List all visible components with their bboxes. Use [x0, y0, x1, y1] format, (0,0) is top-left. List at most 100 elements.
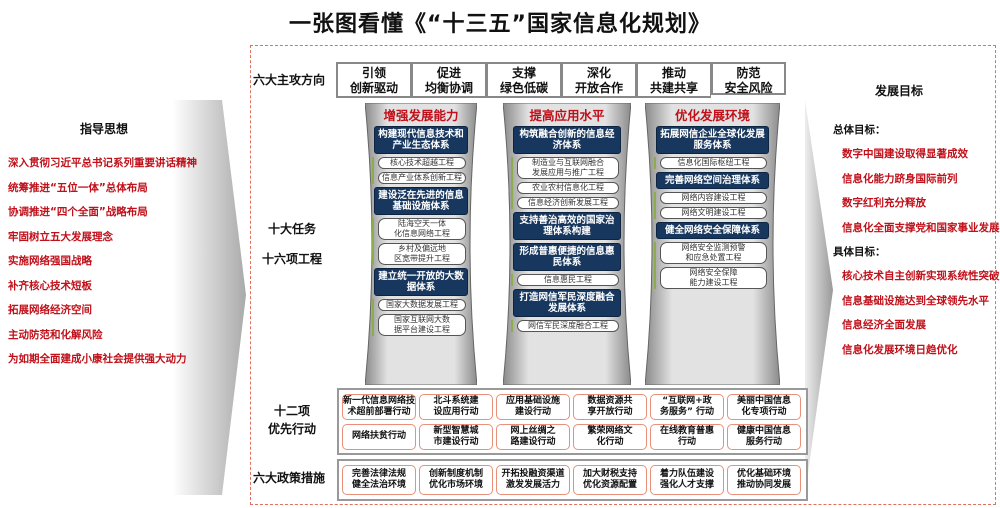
- priority-action: 北斗系统建设应用行动: [419, 393, 493, 420]
- task-group: 健全网络安全保障体系网络安全监测预警和应急处置工程网络安全保障能力建设工程: [653, 222, 770, 289]
- project-list: 国家大数据发展工程国家互联网大数据平台建设工程: [371, 299, 467, 336]
- priority-action-text: 市建设行动: [433, 436, 479, 447]
- direction-text: 创新驱动: [349, 81, 398, 95]
- priority-action-text: 务服务” 行动: [659, 406, 715, 417]
- policy-measure-text: 加大财税支持: [582, 469, 637, 479]
- direction-text: 推动: [661, 66, 686, 80]
- task-main: 形成普惠便捷的信息惠民体系: [513, 243, 621, 271]
- directions-row: 引领创新驱动促进均衡协调支撑绿色低碳深化开放合作推动共建共享防范安全风险: [336, 62, 786, 98]
- policy-measure: 着力队伍建设强化人才支撑: [650, 465, 724, 495]
- priority-action-text: 享开放行动: [587, 406, 633, 417]
- direction-text: 安全风险: [724, 81, 773, 95]
- task-pillar: 优化发展环境拓展网信企业全球化发展服务体系信息化国际枢纽工程完善网络空间治理体系…: [645, 103, 780, 385]
- policy-measure: 完善法律法规健全法治环境: [342, 465, 416, 495]
- priority-label: 十二项 优先行动: [268, 402, 316, 438]
- task-main: 建设泛在先进的信息基础设施体系: [373, 187, 469, 215]
- project-list: 制造业与互联网融合发展应用与推广工程农业农村信息化工程信息经济创新发展工程: [511, 157, 619, 209]
- guiding-item: 拓展网络经济空间: [8, 304, 92, 316]
- page-title: 一张图看懂《“十三五”国家信息化规划》: [289, 12, 711, 37]
- task-group: 拓展网信企业全球化发展服务体系信息化国际枢纽工程: [653, 126, 770, 169]
- priority-action: 健康中国信息服务行动: [727, 423, 801, 450]
- priority-action-text: 建设行动: [514, 406, 551, 417]
- policy-measure-text: 激发发展活力: [505, 480, 560, 490]
- priority-action: 应用基础设施建设行动: [496, 393, 570, 420]
- policy-measure: 创新制度机制优化市场环境: [419, 465, 493, 495]
- project-text: 能力建设工程: [689, 278, 738, 287]
- project-list: 网络内容建设工程网络文明建设工程: [653, 192, 768, 219]
- direction-text: 深化: [586, 66, 611, 80]
- project-list: 核心技术超越工程信息产业体系创新工程: [371, 157, 467, 184]
- project-item: 乡村及偏远地区宽带提升工程: [377, 243, 467, 265]
- task-group: 建设泛在先进的信息基础设施体系陆海空天一体化信息网络工程乡村及偏远地区宽带提升工…: [371, 187, 469, 265]
- project-item: 国家大数据发展工程: [377, 299, 467, 311]
- plan-frame: [250, 45, 996, 505]
- policy-measure-text: 优化市场环境: [428, 480, 483, 490]
- priority-action-text: 美丽中国信息: [736, 395, 791, 406]
- project-text: 网络安全监测预警: [681, 243, 746, 252]
- project-list: 网络安全监测预警和应急处置工程网络安全保障能力建设工程: [653, 242, 768, 289]
- project-text: 信息产业体系创新工程: [381, 173, 462, 182]
- task-pillar: 增强发展能力构建现代信息技术和产业生态体系核心技术超越工程信息产业体系创新工程建…: [365, 103, 477, 385]
- priority-actions-box: 新一代信息网络技术超前部署行动北斗系统建设应用行动应用基础设施建设行动数据资源共…: [337, 388, 808, 455]
- arrow-right-icon: [805, 100, 833, 495]
- pillar-title: 优化发展环境: [674, 108, 750, 123]
- directions-label: 六大主攻方向: [253, 73, 326, 87]
- task-main: 构筑融合创新的信息经济体系: [513, 126, 621, 154]
- overall-goal-item: 信息化全面支撑党和国家事业发展: [842, 221, 1000, 234]
- specific-goal-item: 信息化发展环境日趋优化: [842, 343, 958, 356]
- guiding-item: 统筹推进“五位一体”总体布局: [8, 181, 148, 194]
- project-text: 陆海空天一体: [397, 219, 446, 228]
- project-text: 发展应用与推广工程: [531, 168, 604, 177]
- specific-goal-item: 信息经济全面发展: [842, 319, 926, 331]
- guiding-item: 补齐核心技术短板: [8, 279, 92, 292]
- project-text: 国家大数据发展工程: [385, 300, 458, 309]
- direction-text: 均衡协调: [424, 81, 473, 95]
- specific-goals-label: 具体目标：: [833, 246, 886, 258]
- direction-text: 开放合作: [574, 81, 623, 95]
- priority-action-text: 北斗系统建: [433, 395, 479, 406]
- project-item: 核心技术超越工程: [377, 157, 467, 169]
- project-item: 网络安全监测预警和应急处置工程: [659, 242, 768, 264]
- priority-action-text: 行动: [677, 436, 696, 447]
- pillar-content: 增强发展能力构建现代信息技术和产业生态体系核心技术超越工程信息产业体系创新工程建…: [365, 103, 477, 385]
- policy-measure-text: 优化资源配置: [582, 480, 637, 490]
- policy-label: 六大政策措施: [253, 471, 326, 485]
- task-main: 拓展网信企业全球化发展服务体系: [655, 126, 770, 154]
- project-list: 信息惠民工程: [511, 274, 619, 286]
- pillar-title: 增强发展能力: [383, 108, 459, 123]
- tasks-label: 十大任务 十六项工程: [262, 220, 322, 268]
- specific-goal-item: 信息基础设施达到全球领先水平: [842, 294, 989, 307]
- priority-action-text: 术超前部署行动: [347, 406, 411, 417]
- project-text: 化信息网络工程: [393, 229, 450, 238]
- direction-box: 深化开放合作: [561, 62, 636, 98]
- guiding-ideology-panel: 指导思想 深入贯彻习近平总书记系列重要讲话精神统筹推进“五位一体”总体布局协调推…: [0, 100, 248, 495]
- priority-action: 美丽中国信息化专项行动: [727, 393, 801, 420]
- specific-goal-item: 核心技术自主创新实现系统性突破: [842, 270, 1000, 282]
- task-main: 支持善治高效的国家治理体系构建: [513, 212, 621, 240]
- policy-measure: 优化基础环境推动协同发展: [727, 465, 801, 495]
- priority-action: 繁荣网络文化行动: [573, 423, 647, 450]
- tasks-label-line2: 十六项工程: [262, 252, 323, 266]
- project-item: 信息化国际枢纽工程: [659, 157, 768, 169]
- priority-action-text: 服务行动: [745, 436, 782, 447]
- project-item: 网络内容建设工程: [659, 192, 768, 204]
- task-group: 构筑融合创新的信息经济体系制造业与互联网融合发展应用与推广工程农业农村信息化工程…: [511, 126, 621, 209]
- direction-box: 防范安全风险: [711, 62, 786, 95]
- arrow-right-icon: [0, 100, 246, 495]
- policy-measure: 开拓投融资渠道激发发展活力: [496, 465, 570, 495]
- direction-text: 支撑: [511, 66, 536, 80]
- task-main: 完善网络空间治理体系: [655, 172, 770, 189]
- direction-text: 引领: [361, 66, 386, 80]
- direction-text: 防范: [736, 66, 761, 80]
- project-text: 信息惠民工程: [543, 275, 592, 284]
- project-list: 信息化国际枢纽工程: [653, 157, 768, 169]
- policy-measure-text: 推动协同发展: [736, 480, 791, 490]
- project-item: 信息惠民工程: [517, 274, 619, 286]
- policy-measure: 加大财税支持优化资源配置: [573, 465, 647, 495]
- project-text: 网络文明建设工程: [681, 208, 746, 217]
- project-list: 网信军民深度融合工程: [511, 320, 619, 332]
- project-text: 网络安全保障: [689, 268, 738, 277]
- project-item: 陆海空天一体化信息网络工程: [377, 218, 467, 240]
- priority-action-text: 化专项行动: [741, 406, 787, 417]
- priority-action: “互联网+政务服务” 行动: [650, 393, 724, 420]
